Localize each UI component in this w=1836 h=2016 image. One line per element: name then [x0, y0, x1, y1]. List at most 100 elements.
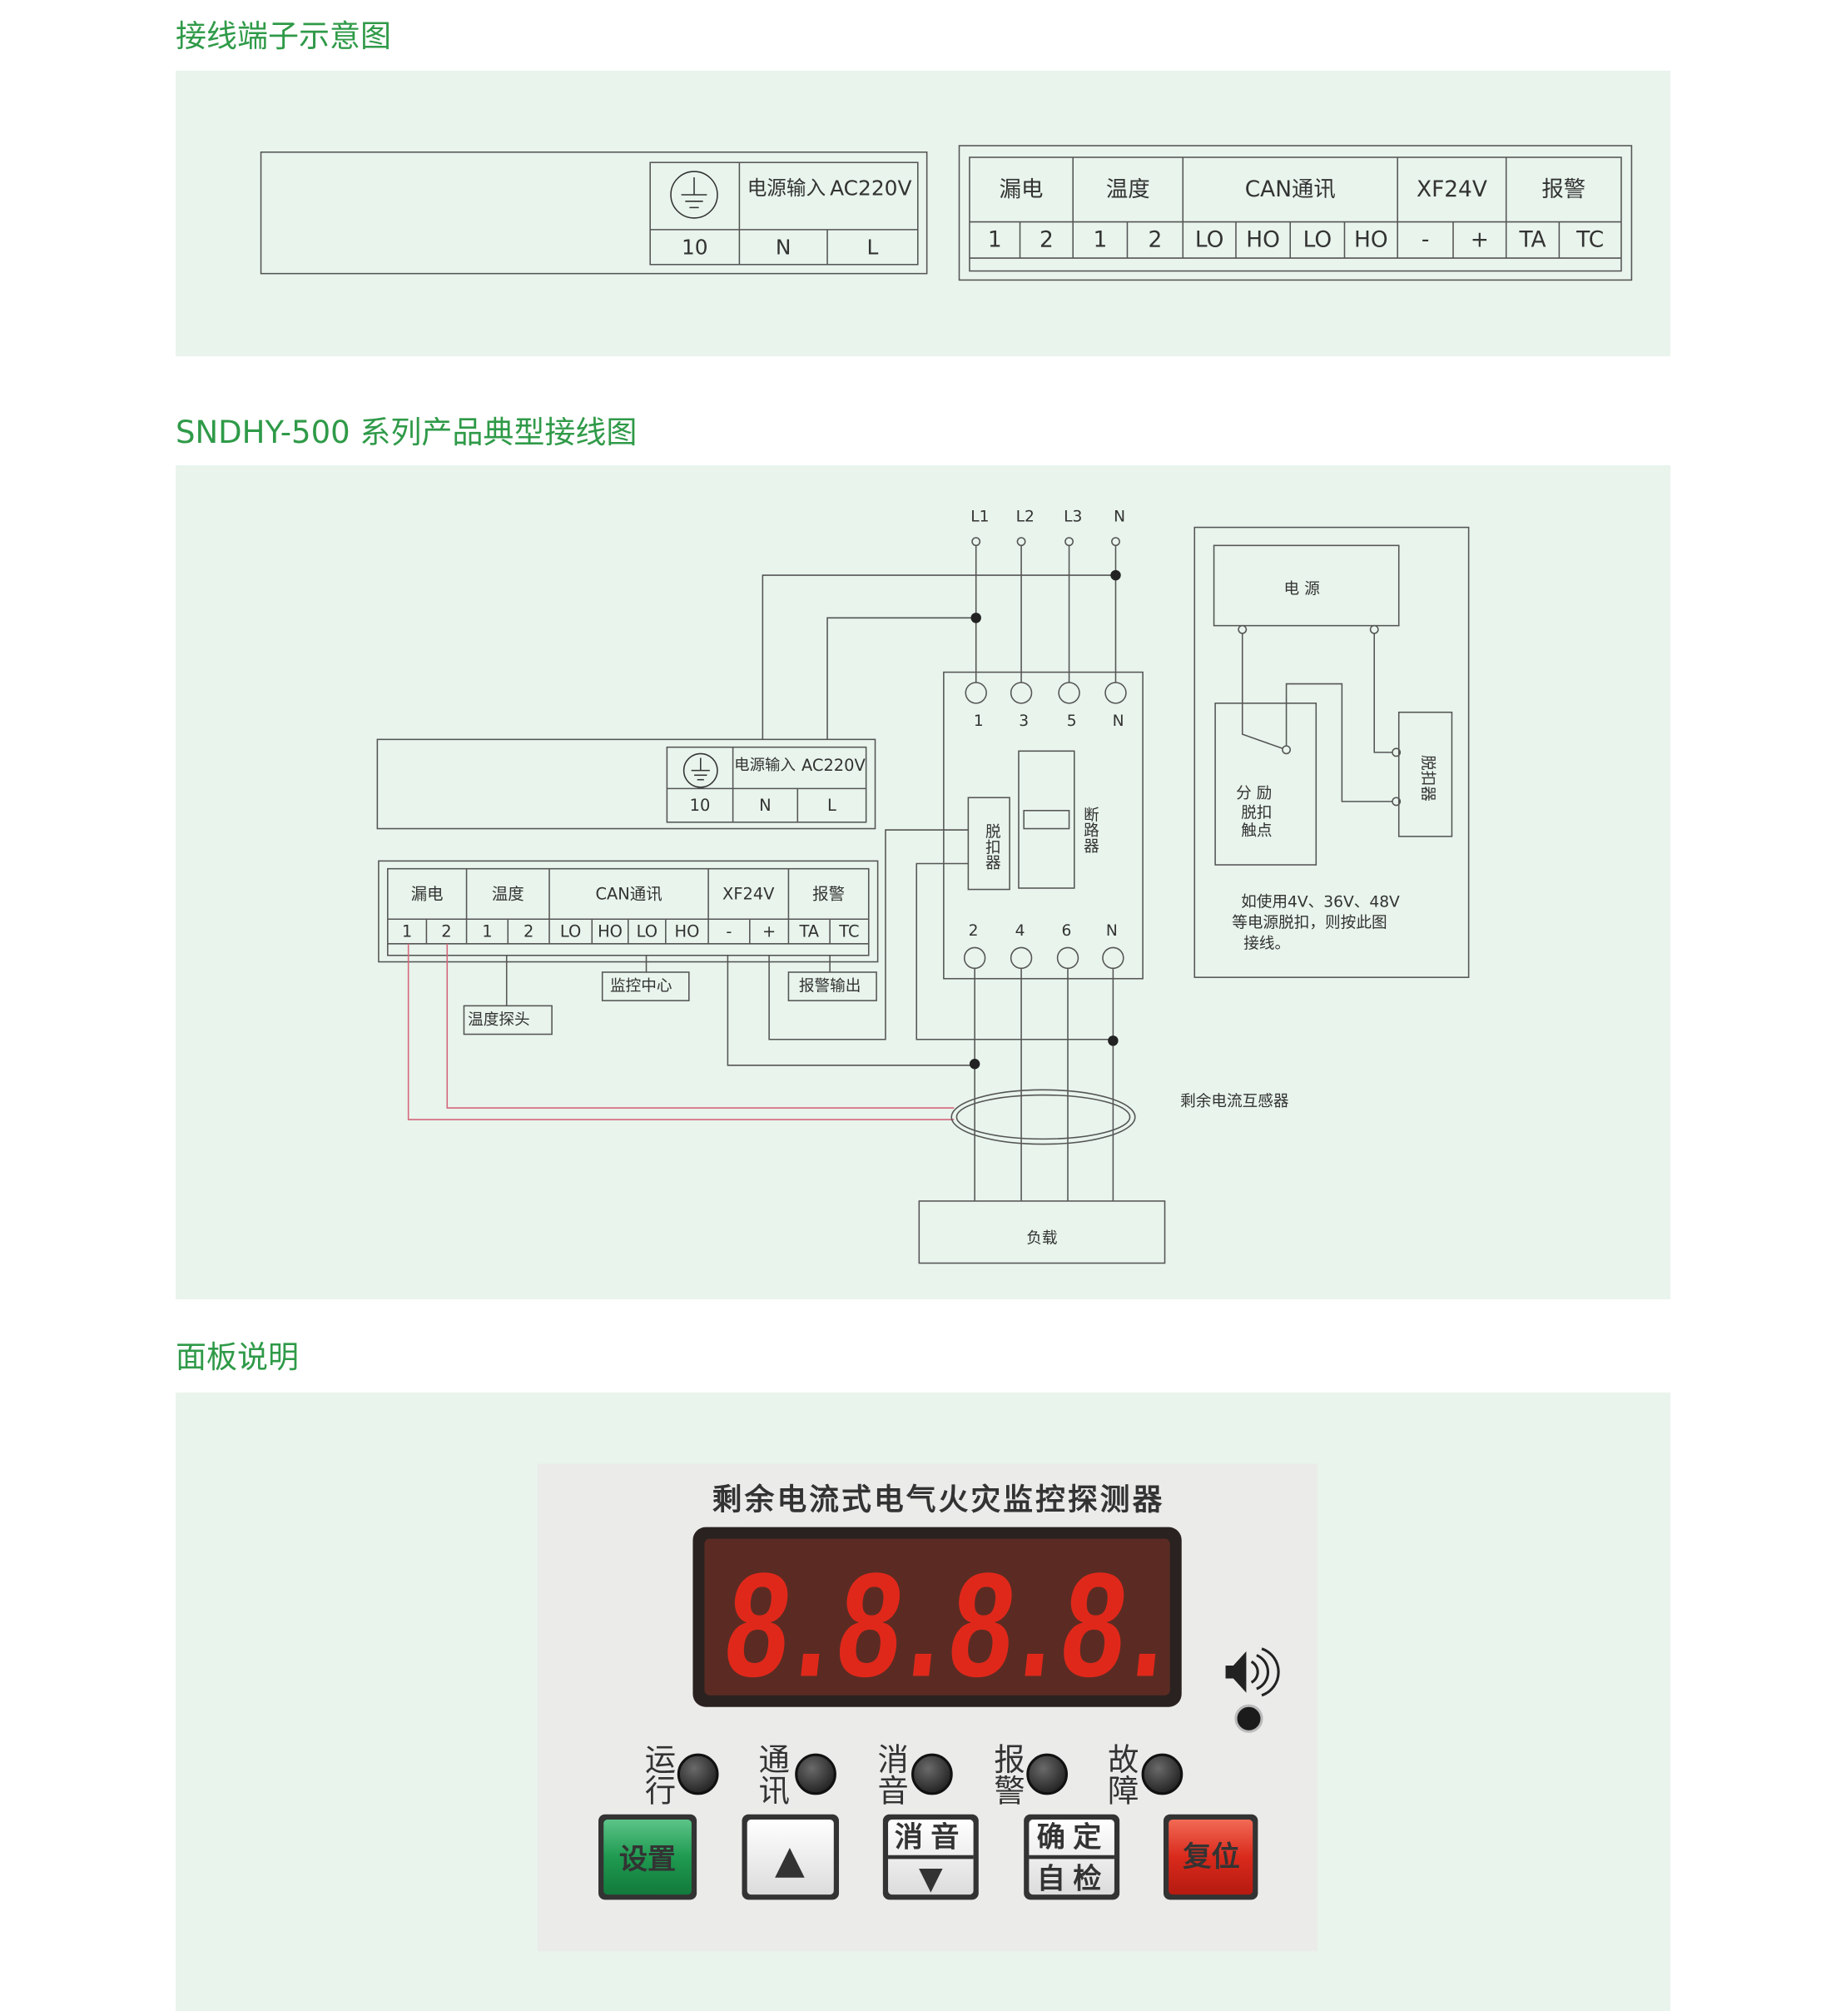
section-title-terminals: 接线端子示意图: [176, 18, 391, 54]
terminal-circle: [965, 682, 987, 704]
phase-terminal: [1111, 537, 1120, 547]
terminal-group-label: XF24V: [1417, 177, 1487, 202]
speaker-body: [1225, 1651, 1247, 1693]
terminal-label: HO: [1354, 227, 1388, 252]
power-supply-box: [1213, 544, 1400, 627]
terminal-circle: [1056, 946, 1079, 970]
signal-block-outline: [378, 860, 879, 963]
terminal-label: LO: [1303, 227, 1332, 252]
phase-label: L2: [1016, 509, 1035, 526]
terminal-label: 1: [988, 227, 1002, 252]
power-block-outline: [260, 151, 928, 275]
terminal-label: 1: [482, 922, 492, 941]
note-line: 等电源脱扣，则按此图: [1232, 914, 1387, 931]
xf24v-plus-wire: [768, 829, 969, 1040]
terminal-group-label: 漏电: [1000, 177, 1044, 202]
terminal-label: 2: [1148, 227, 1162, 252]
terminal-label: LO: [560, 922, 581, 941]
phase-label: N: [1114, 509, 1125, 526]
speaker-icon: [1225, 1647, 1280, 1697]
phase-label: L3: [1064, 509, 1082, 526]
terminal-label: HO: [598, 922, 623, 941]
monitor-center-label: 监控中心: [610, 978, 672, 996]
breaker-bottom-label: 6: [1062, 922, 1072, 940]
leakage-wire-2: [446, 943, 955, 1109]
set-button[interactable]: 设置: [598, 1814, 697, 1900]
power-supply-label: 电源: [1283, 581, 1325, 598]
mute-label: 消音: [895, 1821, 967, 1855]
up-arrow-icon: ▲: [775, 1837, 805, 1882]
power-terminal-label: N: [776, 235, 791, 259]
power-neutral-wire: [762, 574, 1116, 740]
indicator-label: 消音: [872, 1743, 909, 1805]
power-terminal-label: 10: [682, 235, 708, 259]
terminal-label: HO: [1246, 227, 1280, 252]
terminal-group-label: 温度: [1106, 177, 1150, 202]
speaker-waves: [1250, 1647, 1280, 1697]
terminal-circle: [1369, 624, 1379, 634]
device-front-panel: 剩余电流式电气火灾监控探测器8.8.8.8.运行通讯消音报警故障设置▲消音▼确定…: [538, 1463, 1317, 1952]
terminal-group-label: CAN通讯: [1245, 177, 1336, 202]
phase-terminal: [971, 537, 981, 547]
power-terminal-table: [666, 746, 867, 823]
trip-return-wire: [916, 862, 1114, 1040]
junction-dot: [969, 1059, 980, 1070]
terminal-label: 2: [1040, 227, 1054, 252]
power-terminal-label: N: [759, 796, 772, 815]
ground-icon-circle: [670, 171, 718, 219]
indicator-label: 通讯: [753, 1743, 790, 1805]
terminal-label: LO: [637, 922, 657, 941]
power-line-wire: [826, 617, 976, 740]
mute-down-button[interactable]: 消音▼: [882, 1814, 979, 1900]
shunt-label: 分 励: [1236, 785, 1272, 802]
terminal-label: -: [726, 922, 732, 941]
junction-dot: [970, 613, 981, 623]
buzzer-hole: [1234, 1704, 1263, 1733]
trip-unit-label: 脱扣器: [983, 823, 1000, 870]
signal-terminal-table: [387, 867, 870, 956]
terminal-label: -: [1422, 227, 1430, 252]
reset-button[interactable]: 复位: [1163, 1814, 1258, 1900]
load-box: [918, 1200, 1166, 1264]
terminal-label: TA: [798, 922, 819, 941]
current-transformer-inner: [955, 1094, 1131, 1140]
terminal-group-label: 报警: [1541, 177, 1585, 202]
power-voltage-label: AC220V: [830, 176, 911, 201]
terminal-circle: [1238, 624, 1248, 634]
shunt-trip-diagram: [1193, 526, 1470, 978]
terminal-label: 1: [1093, 227, 1107, 252]
confirm-label: 确定: [1037, 1821, 1109, 1855]
junction-dot: [1110, 569, 1121, 581]
alarm-output-label: 报警输出: [799, 978, 861, 996]
up-button[interactable]: ▲: [742, 1814, 840, 1900]
power-terminal-label: L: [866, 235, 878, 259]
signal-terminal-table: [969, 156, 1622, 272]
breaker-handle: [1023, 810, 1070, 830]
terminal-label: TA: [1518, 227, 1546, 252]
note-line: 如使用4V、36V、48V: [1241, 894, 1400, 911]
terminal-circle: [1010, 682, 1033, 704]
circuit-breaker-outline: [943, 671, 1144, 980]
power-terminal-label: L: [827, 796, 836, 815]
terminal-label: +: [1471, 227, 1489, 252]
trip-device-label: 脱扣器: [1418, 755, 1436, 802]
shunt-return-wire: [1285, 683, 1392, 802]
ground-icon: [682, 752, 718, 788]
terminal-label: LO: [1195, 227, 1224, 252]
terminal-label: 2: [524, 922, 533, 941]
display-window: [704, 1538, 1170, 1696]
terminal-group-label: 温度: [492, 884, 524, 903]
alarm-output-box: [787, 971, 877, 1001]
terminal-circle: [1102, 946, 1124, 970]
temp-probe-box: [463, 1005, 553, 1035]
terminal-group-label: 漏电: [411, 884, 444, 903]
shunt-label: 触点: [1241, 822, 1272, 840]
terminal-circle: [1104, 682, 1127, 704]
terminal-circle: [963, 946, 986, 970]
breaker-top-label: 3: [1019, 713, 1029, 730]
indicator-label: 运行: [640, 1743, 677, 1805]
